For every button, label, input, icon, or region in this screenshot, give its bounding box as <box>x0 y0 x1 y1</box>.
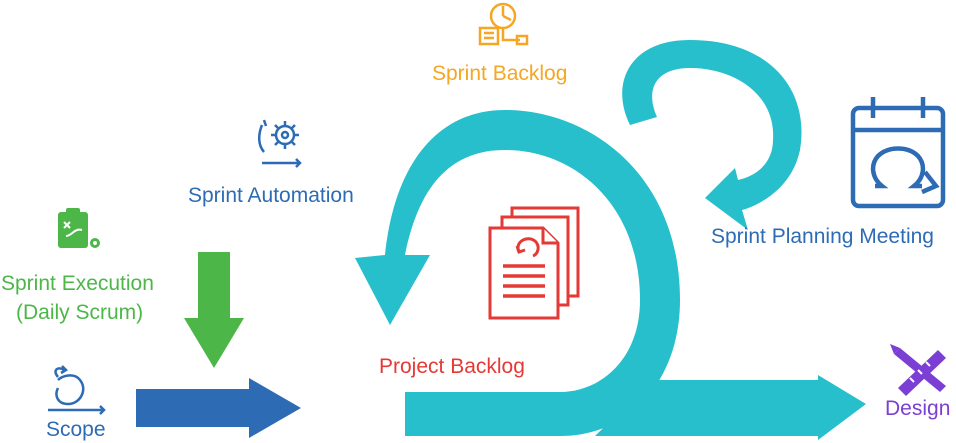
calendar-cycle-icon <box>850 97 946 209</box>
clipboard-gear-icon <box>58 208 102 250</box>
document-stack-icon <box>488 206 580 320</box>
design-label: Design <box>885 397 951 420</box>
scope-input-arrow <box>136 378 301 438</box>
sprint-execution-label: Sprint Execution <box>1 272 154 295</box>
gear-chart-icon <box>478 2 529 46</box>
sprint-backlog-label: Sprint Backlog <box>432 62 568 85</box>
execution-down-arrow <box>184 252 244 368</box>
sprint-cycle-spiral <box>355 40 866 440</box>
pencil-ruler-icon <box>890 344 946 396</box>
project-backlog-label: Project Backlog <box>379 355 525 378</box>
sprint-planning-meeting-label: Sprint Planning Meeting <box>711 225 934 248</box>
gear-cycle-icon <box>258 119 302 168</box>
sprint-execution-sublabel: (Daily Scrum) <box>16 301 144 324</box>
scope-loop-icon <box>48 365 106 415</box>
sprint-automation-label: Sprint Automation <box>188 184 354 207</box>
scope-label: Scope <box>46 418 106 441</box>
